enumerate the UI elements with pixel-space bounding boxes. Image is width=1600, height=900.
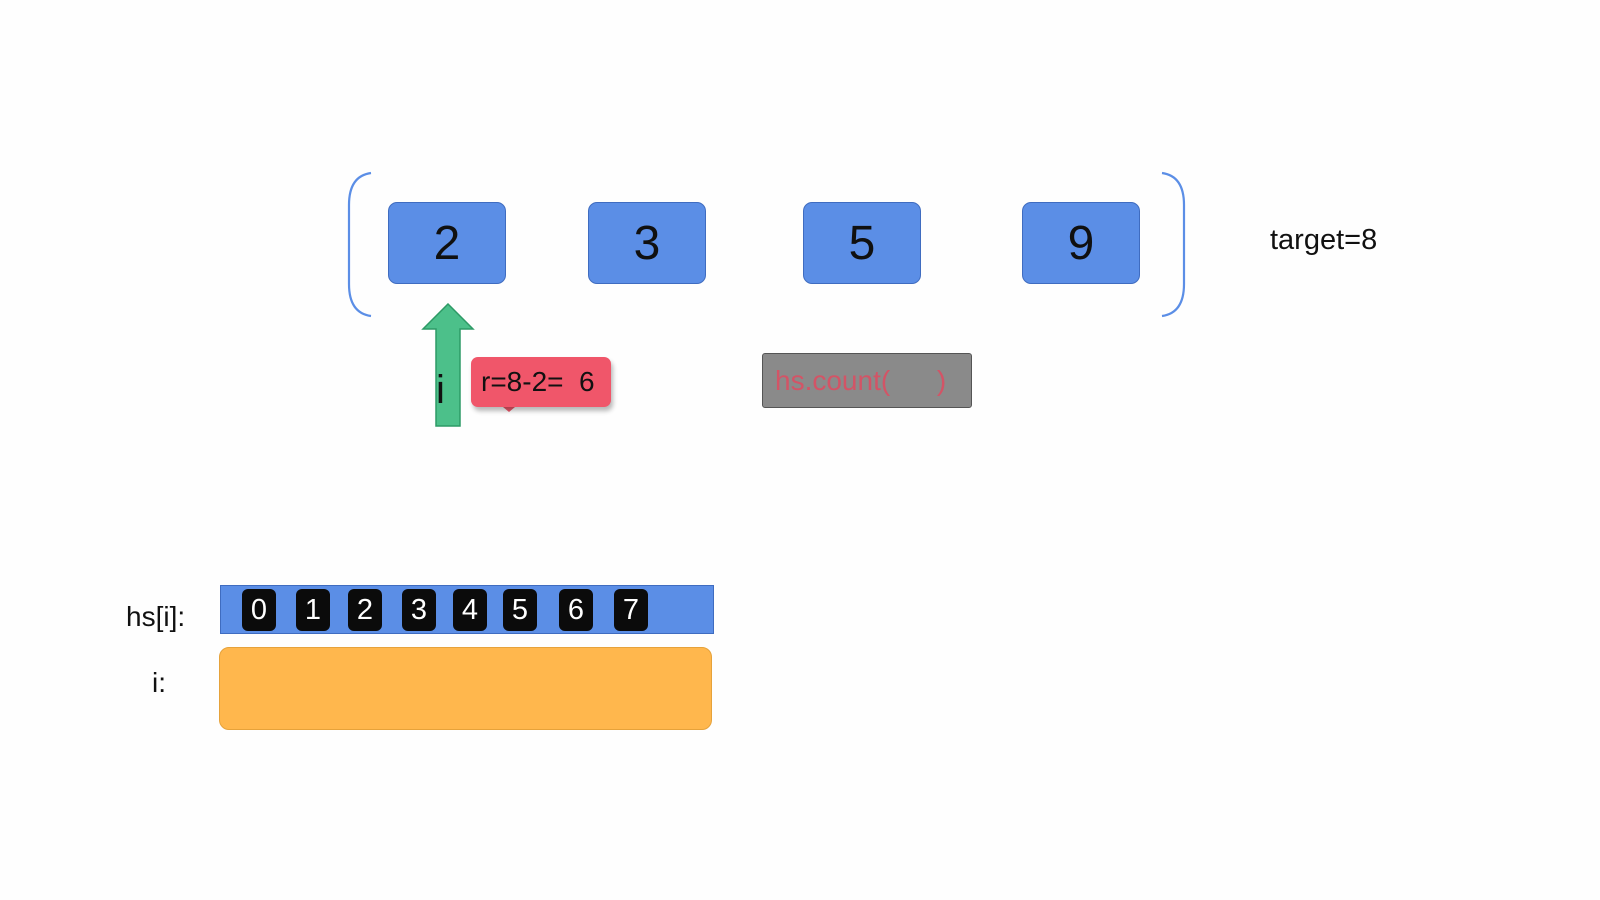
- hash-slot: 3: [402, 589, 436, 631]
- array-cell: 5: [803, 202, 921, 284]
- hash-slot: 6: [559, 589, 593, 631]
- hash-set-label: hs[i]:: [126, 601, 186, 632]
- right-bracket: [1161, 171, 1186, 318]
- array-cell: 9: [1022, 202, 1140, 284]
- hash-slot: 0: [242, 589, 276, 631]
- hash-slot: 1: [296, 589, 330, 631]
- hs-count-text: hs.count( ): [775, 364, 947, 396]
- i-row-label: i:: [152, 667, 166, 698]
- target-label: target=8: [1270, 224, 1378, 256]
- hash-slot: 4: [453, 589, 487, 631]
- left-bracket: [347, 171, 372, 318]
- array-cell: 2: [388, 202, 506, 284]
- hash-slot: 2: [348, 589, 382, 631]
- pointer-label: i: [436, 368, 445, 412]
- calc-callout-text: r=8-2= 6: [481, 366, 595, 397]
- i-row-bar: [219, 647, 712, 730]
- array-cell: 3: [588, 202, 706, 284]
- hash-slot: 7: [614, 589, 648, 631]
- callout-tail: [497, 402, 521, 412]
- hash-slot: 5: [503, 589, 537, 631]
- hs-count-box: hs.count( ): [762, 353, 972, 408]
- pointer-arrow-icon: [421, 303, 475, 427]
- calc-callout: r=8-2= 6: [471, 357, 611, 407]
